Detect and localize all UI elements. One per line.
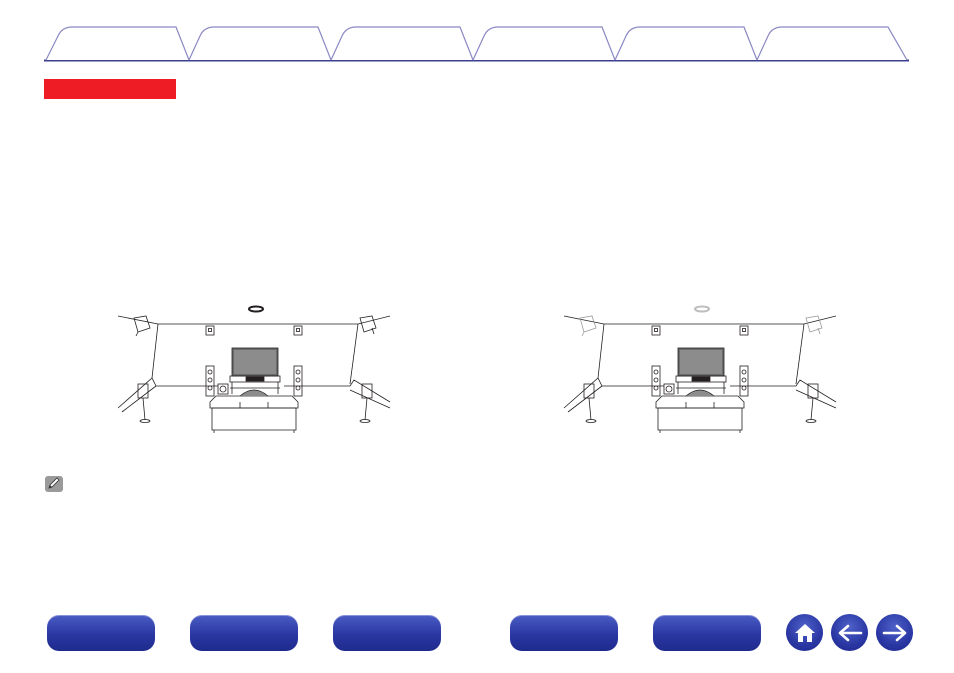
tab-5[interactable] (626, 34, 746, 54)
section-marker (44, 79, 176, 99)
tab-shape-1 (45, 26, 190, 61)
room-diagram-left (114, 298, 394, 438)
arrow-right-icon (882, 624, 906, 641)
front-height-right-icon (805, 315, 823, 333)
room-diagram-right (560, 298, 840, 438)
tab-1[interactable] (58, 34, 178, 54)
home-icon (794, 623, 815, 642)
forward-button[interactable] (876, 614, 913, 651)
tab-shape-2 (188, 26, 332, 61)
front-height-right-icon (359, 315, 377, 333)
height-speaker-right-icon (739, 325, 749, 336)
tab-4[interactable] (484, 34, 604, 54)
tab-shape-5 (614, 26, 758, 61)
tab-6[interactable] (768, 34, 896, 54)
av-receiver-icon (691, 376, 711, 382)
tab-3[interactable] (342, 34, 462, 54)
arrow-left-icon (838, 624, 862, 641)
tab-shape-6 (756, 26, 908, 61)
home-button[interactable] (786, 614, 823, 651)
front-left-speaker-icon (205, 365, 215, 397)
subwoofer-icon (663, 383, 675, 395)
front-height-left-icon (133, 315, 151, 333)
tab-shape-4 (472, 26, 616, 61)
sofa-icon (211, 407, 297, 431)
pencil-icon (45, 476, 63, 492)
height-speaker-left-icon (651, 325, 661, 336)
nav-button-1[interactable] (47, 615, 155, 651)
front-right-speaker-icon (293, 365, 303, 397)
ceiling-speaker-icon (694, 305, 710, 313)
nav-button-4[interactable] (510, 615, 618, 651)
front-right-speaker-icon (739, 365, 749, 397)
nav-button-2[interactable] (190, 615, 298, 651)
nav-button-5[interactable] (653, 615, 761, 651)
subwoofer-icon (217, 383, 229, 395)
tab-shape-3 (330, 26, 474, 61)
ceiling-speaker-icon (248, 305, 264, 313)
front-height-left-icon (579, 315, 597, 333)
height-speaker-right-icon (293, 325, 303, 336)
nav-button-3[interactable] (333, 615, 441, 651)
top-tab-bar (0, 0, 954, 64)
sofa-icon (657, 407, 743, 431)
height-speaker-left-icon (205, 325, 215, 336)
front-left-speaker-icon (651, 365, 661, 397)
tab-shapes (44, 26, 909, 62)
back-button[interactable] (831, 614, 868, 651)
av-receiver-icon (245, 376, 265, 382)
tab-2[interactable] (200, 34, 320, 54)
